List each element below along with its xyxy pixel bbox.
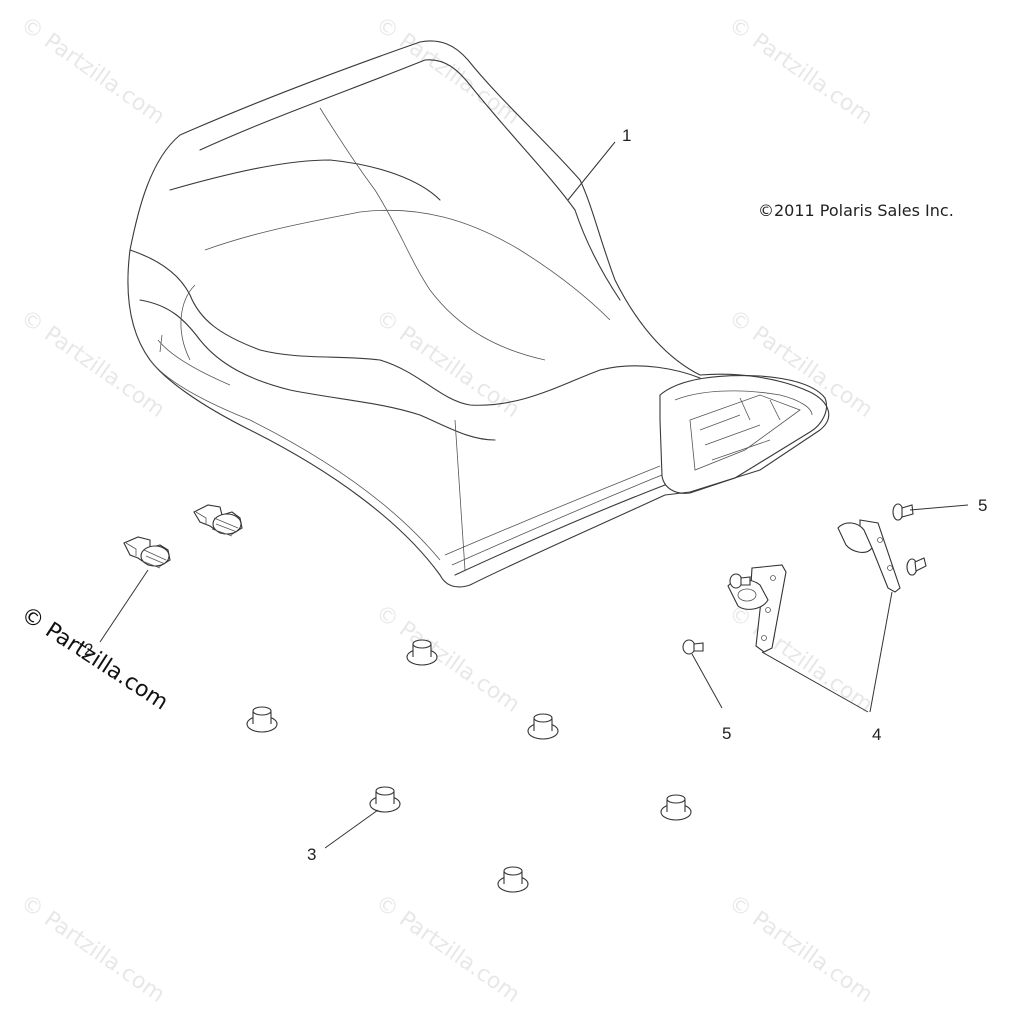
latch-brackets [727, 519, 901, 713]
screw [682, 639, 704, 655]
latch-bracket-right [837, 519, 901, 593]
clip-left [123, 536, 171, 569]
callout-3: 3 [307, 845, 317, 864]
grommet [527, 713, 559, 740]
screw [729, 573, 751, 589]
screw [892, 503, 914, 521]
grommet [406, 639, 438, 666]
screw [906, 557, 927, 576]
grommet [246, 706, 278, 733]
grommet [660, 794, 692, 821]
callout-1: 1 [622, 126, 632, 145]
grommet [497, 866, 529, 893]
seat-assembly [127, 40, 830, 588]
screws [682, 503, 969, 709]
clip-right [193, 504, 243, 537]
callout-5-upper: 5 [978, 496, 988, 515]
seat-clips [99, 504, 243, 643]
callout-4: 4 [872, 725, 882, 744]
copyright-notice: ©2011 Polaris Sales Inc. [758, 201, 954, 220]
grommet [369, 786, 401, 813]
callout-2: 2 [84, 640, 94, 659]
callout-5-lower: 5 [722, 724, 732, 743]
grommets [246, 639, 692, 893]
